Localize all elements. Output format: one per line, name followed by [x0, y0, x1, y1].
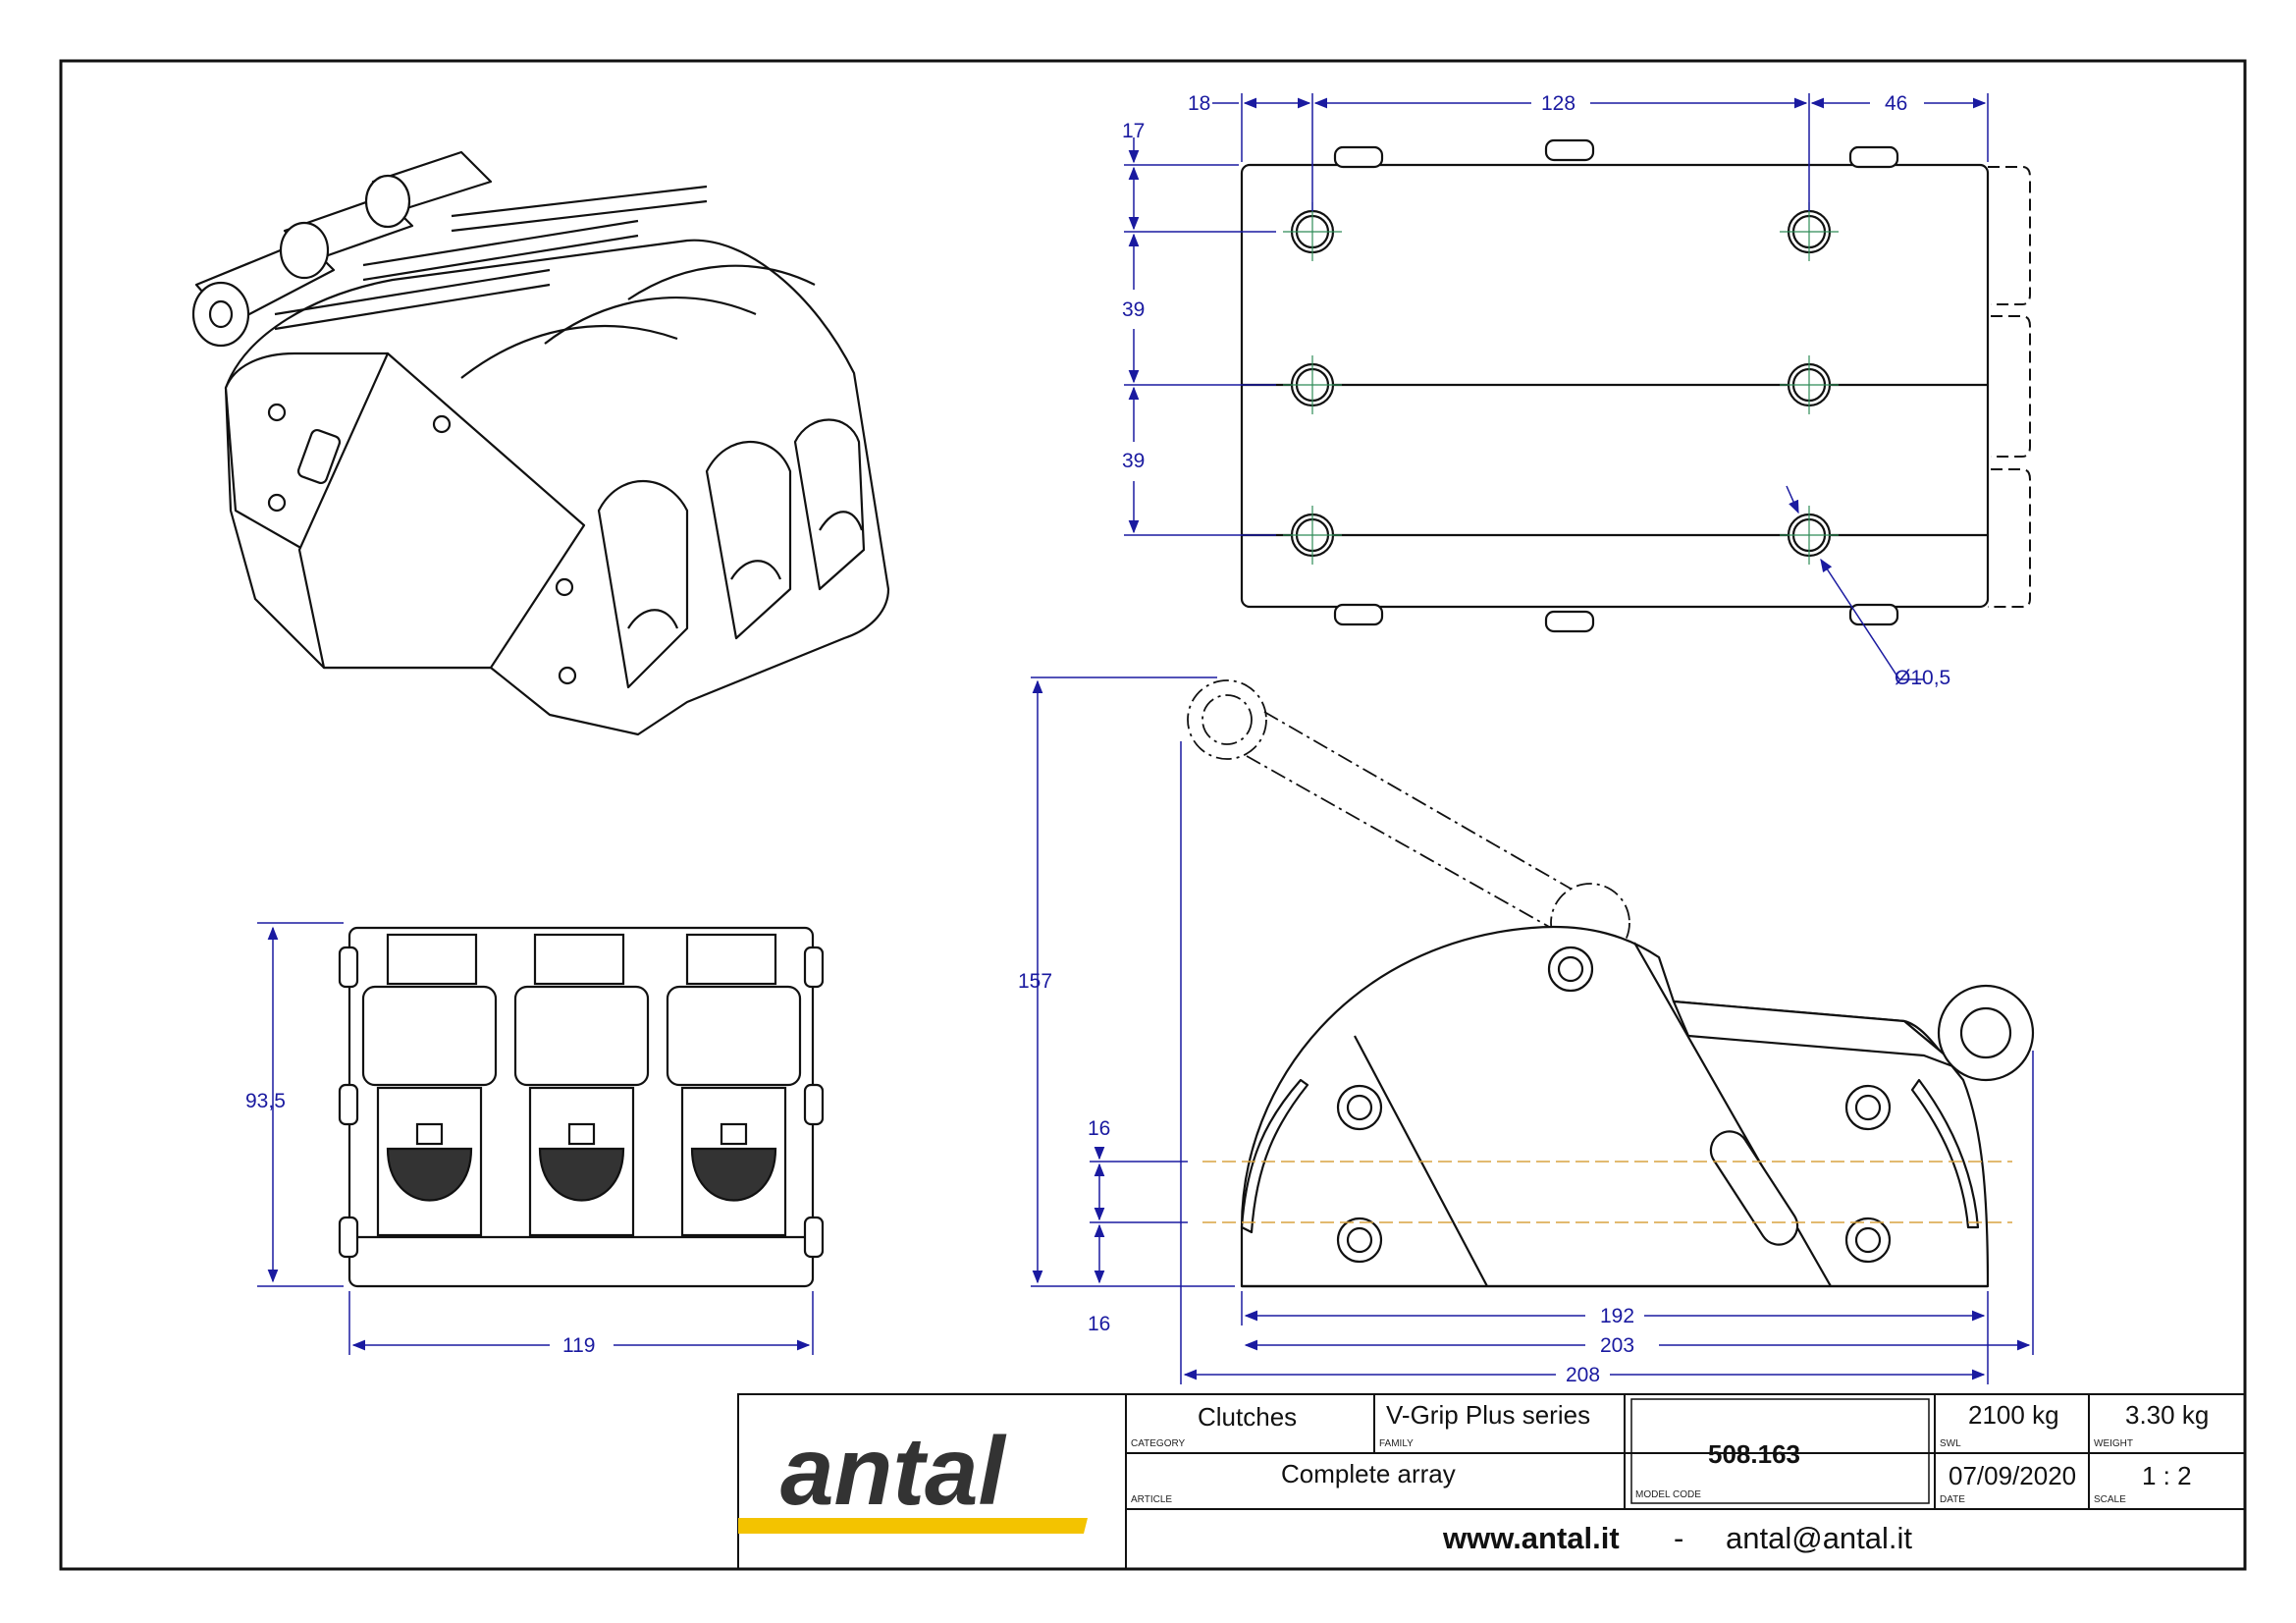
side-view-dimensions: [1031, 676, 2034, 1384]
dimension-left-17: 17: [1122, 120, 1145, 142]
weight-label: WEIGHT: [2094, 1438, 2133, 1449]
side-view-hidden-lines: [1202, 1161, 2012, 1223]
top-view-dimensions: [1124, 93, 1989, 680]
date-label: DATE: [1940, 1494, 1965, 1505]
dimension-front-width: 119: [562, 1334, 595, 1357]
model-code-value: 508.163: [1708, 1439, 1800, 1469]
weight-value: 3.30 kg: [2125, 1400, 2209, 1430]
dimension-side-16a: 16: [1088, 1117, 1110, 1140]
contact-separator: -: [1674, 1521, 1683, 1555]
dimension-left-39a: 39: [1122, 298, 1145, 321]
dimension-width-208: 208: [1566, 1364, 1600, 1386]
top-view-centerlines: [1283, 202, 1839, 565]
dimension-width-192: 192: [1600, 1305, 1634, 1327]
article-label: ARTICLE: [1131, 1494, 1172, 1505]
article-value: Complete array: [1281, 1459, 1456, 1488]
dimension-front-height: 93,5: [245, 1090, 286, 1112]
family-label: FAMILY: [1379, 1438, 1414, 1449]
dimension-top-18: 18: [1188, 92, 1210, 115]
scale-value: 1 : 2: [2142, 1461, 2192, 1490]
dimension-hole-diameter: Ø10,5: [1895, 667, 1950, 689]
dimension-height-157: 157: [1018, 970, 1052, 993]
logo-yellow-stripe: [738, 1518, 1088, 1534]
side-view: [1240, 925, 2035, 1288]
logo-wordmark: antal: [780, 1417, 1007, 1525]
dimension-side-16b: 16: [1088, 1313, 1110, 1335]
date-value: 07/09/2020: [1949, 1461, 2076, 1490]
category-value: Clutches: [1198, 1402, 1297, 1432]
isometric-view: [191, 150, 890, 736]
title-block: [737, 1393, 2246, 1570]
dimension-left-39b: 39: [1122, 450, 1145, 472]
dimension-width-203: 203: [1600, 1334, 1634, 1357]
model-code-label: MODEL CODE: [1635, 1489, 1701, 1500]
top-view-hidden-edge: [1988, 166, 2031, 608]
top-view: [1240, 138, 1990, 633]
swl-label: SWL: [1940, 1438, 1961, 1449]
family-value: V-Grip Plus series: [1386, 1400, 1590, 1430]
front-view: [338, 926, 825, 1288]
front-view-dimensions: [257, 922, 814, 1355]
website-link[interactable]: www.antal.it: [1442, 1521, 1620, 1555]
side-view-lever-phantom: [1187, 679, 1630, 963]
swl-value: 2100 kg: [1968, 1400, 2059, 1430]
scale-label: SCALE: [2094, 1494, 2126, 1505]
dimension-top-46: 46: [1885, 92, 1907, 115]
antal-logo: antal: [738, 1417, 1088, 1534]
dimension-top-128: 128: [1541, 92, 1575, 115]
category-label: CATEGORY: [1131, 1438, 1186, 1449]
email-link[interactable]: antal@antal.it: [1726, 1521, 1912, 1555]
